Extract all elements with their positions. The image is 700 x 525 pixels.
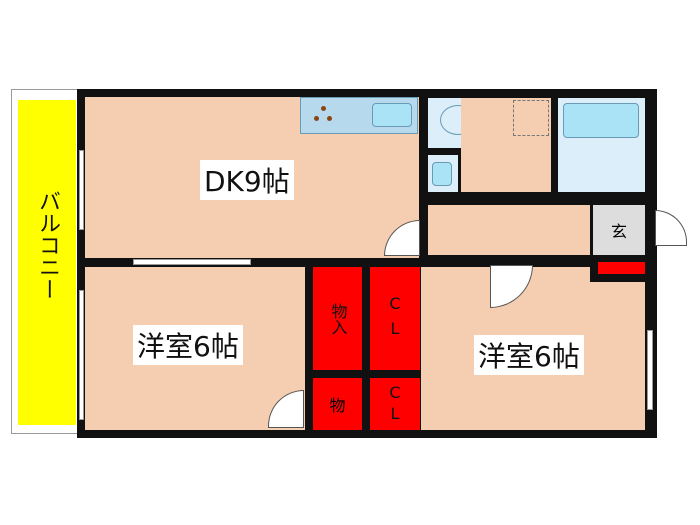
window-right-room bbox=[647, 330, 653, 410]
utility-room bbox=[461, 98, 551, 192]
storage-top-label: 物入 bbox=[328, 302, 348, 335]
closet-bottom: CL bbox=[370, 378, 420, 430]
closet-top: CL bbox=[370, 267, 420, 370]
front-door[interactable] bbox=[655, 210, 687, 246]
hallway bbox=[428, 205, 590, 255]
window-balcony-dk bbox=[79, 150, 84, 230]
washbasin-icon bbox=[432, 162, 452, 186]
dk-label: DK9帖 bbox=[200, 160, 294, 200]
storage-top: 物入 bbox=[313, 267, 362, 370]
window-balcony-room bbox=[79, 290, 84, 420]
shoe-closet-fill bbox=[598, 262, 645, 274]
entrance-label: 玄 bbox=[610, 222, 627, 241]
storage-bottom-label: 物 bbox=[329, 396, 346, 415]
washing-machine-space bbox=[513, 100, 549, 136]
window-dk-bedroom bbox=[133, 259, 251, 265]
balcony-label: バルコニー bbox=[35, 190, 60, 300]
western-room-left-label: 洋室6帖 bbox=[133, 325, 243, 365]
stove-icon bbox=[310, 104, 336, 128]
closet-bottom-label: CL bbox=[385, 383, 405, 425]
entrance: 玄 bbox=[593, 205, 645, 255]
closet-top-label: CL bbox=[385, 293, 405, 344]
storage-bottom: 物 bbox=[313, 378, 362, 430]
bathtub-icon bbox=[563, 103, 639, 138]
sink-icon bbox=[372, 103, 412, 127]
western-room-right-label: 洋室6帖 bbox=[474, 335, 584, 375]
balcony-area: バルコニー bbox=[18, 100, 76, 425]
